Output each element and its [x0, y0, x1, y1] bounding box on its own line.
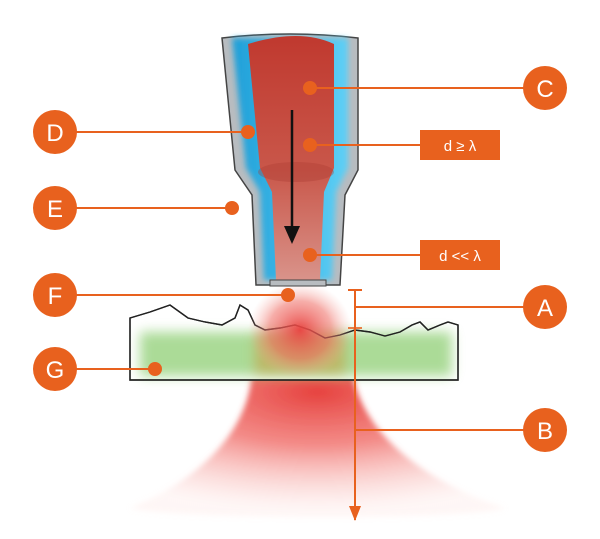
far-field-label: d ≥ λ	[444, 138, 477, 155]
callout-f-label: F	[48, 283, 63, 310]
callout-e: E	[33, 186, 77, 230]
emission-cone	[130, 370, 505, 517]
callout-a: A	[523, 285, 567, 329]
propagation-arrow	[284, 110, 300, 244]
callout-dots	[148, 81, 317, 376]
near-field-box: d << λ	[420, 240, 500, 270]
callout-b: B	[523, 408, 567, 452]
distance-arrow	[348, 289, 362, 521]
far-field-box: d ≥ λ	[420, 130, 500, 160]
fiber-probe	[221, 33, 359, 287]
callout-f: F	[33, 273, 77, 317]
callout-c: C	[523, 66, 567, 110]
near-field-label: d << λ	[439, 248, 481, 265]
callout-d: D	[33, 110, 77, 154]
callout-d-label: D	[46, 120, 63, 147]
callout-e-label: E	[47, 196, 63, 223]
callout-g: G	[33, 347, 77, 391]
callout-a-label: A	[537, 295, 553, 322]
callout-b-label: B	[537, 418, 553, 445]
callout-c-label: C	[536, 76, 553, 103]
callout-g-label: G	[46, 357, 65, 384]
light-spot	[248, 282, 352, 378]
